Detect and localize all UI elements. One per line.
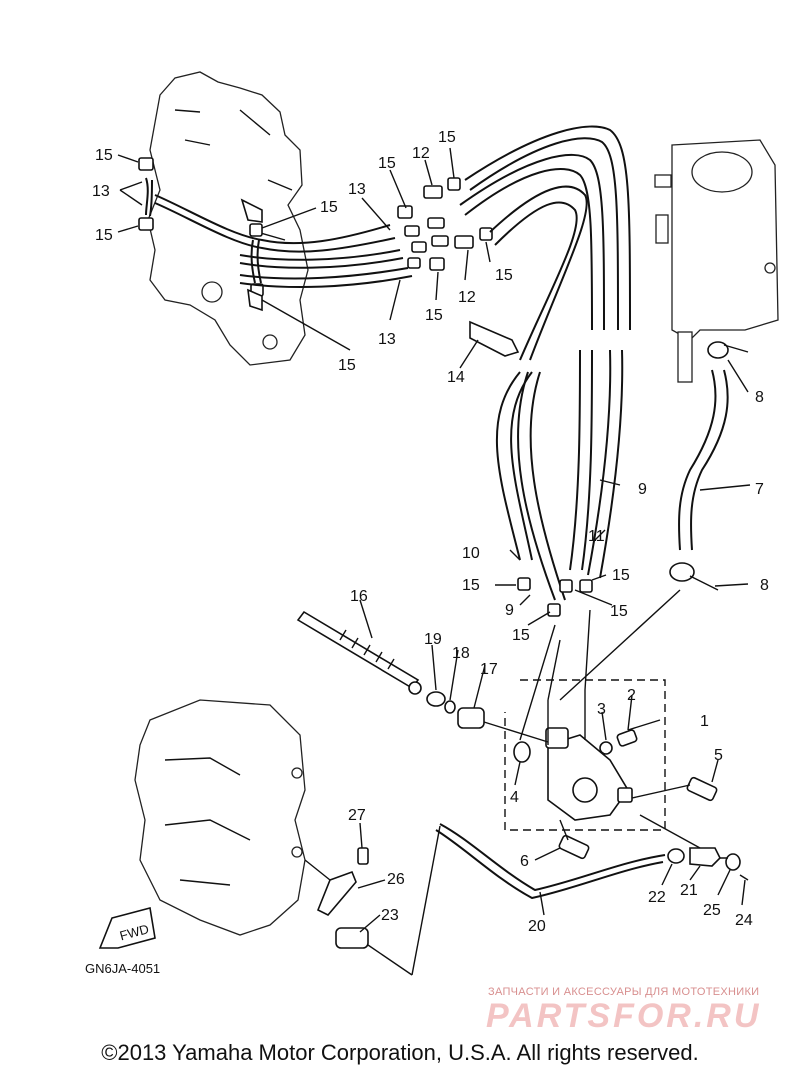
label-19: 19 (424, 631, 442, 648)
upper-engine-block (147, 71, 309, 366)
watermark-brand: PARTSFOR.RU (486, 997, 761, 1035)
label-15: 15 (95, 227, 113, 244)
diagram-code: GN6JA-4051 (85, 961, 160, 976)
shaft-16 (296, 610, 549, 763)
label-15: 15 (612, 567, 630, 584)
label-15: 15 (338, 357, 356, 374)
hose-clip-14 (469, 320, 520, 357)
label-26: 26 (387, 871, 405, 888)
label-14: 14 (447, 369, 465, 386)
label-7: 7 (755, 481, 764, 498)
label-3: 3 (597, 701, 606, 718)
label-25: 25 (703, 902, 721, 919)
oil-system-exploded-diagram: FWD 15 13 15 15 15 13 15 12 15 13 15 12 … (85, 71, 779, 998)
label-13: 13 (348, 181, 366, 198)
oil-tank (654, 139, 779, 383)
watermark-brand-layer: PARTSFOR.RU (486, 997, 761, 1035)
upper-fittings (138, 157, 264, 312)
label-15: 15 (462, 577, 480, 594)
label-24: 24 (735, 912, 753, 929)
label-15: 15 (320, 199, 338, 216)
label-17: 17 (480, 661, 498, 678)
label-15: 15 (610, 603, 628, 620)
label-11: 11 (588, 528, 605, 545)
hose-bundle-13 (154, 177, 493, 289)
lever-parts (304, 847, 413, 976)
label-21: 21 (680, 882, 698, 899)
label-9: 9 (505, 602, 514, 619)
label-27: 27 (348, 807, 366, 824)
label-8: 8 (755, 389, 764, 406)
label-15: 15 (438, 129, 456, 146)
label-4: 4 (510, 789, 519, 806)
leader-lines (117, 147, 751, 933)
label-10: 10 (462, 545, 480, 562)
label-12: 12 (412, 145, 430, 162)
fwd-arrow: FWD (98, 907, 156, 949)
label-2: 2 (627, 687, 636, 704)
fwd-label: FWD (118, 921, 150, 943)
oil-pump-assembly (504, 589, 681, 831)
copyright-notice: ©2013 Yamaha Motor Corporation, U.S.A. A… (101, 1040, 699, 1065)
label-15: 15 (95, 147, 113, 164)
label-15: 15 (495, 267, 513, 284)
label-23: 23 (381, 907, 399, 924)
watermark-logo: ЗАПЧАСТИ И АКСЕССУАРЫ ДЛЯ МОТОТЕХНИКИ (488, 986, 759, 998)
label-22: 22 (648, 889, 666, 906)
label-12: 12 (458, 289, 476, 306)
hoses-9-10-11 (459, 125, 631, 617)
label-13: 13 (92, 183, 110, 200)
part-labels: 15 13 15 15 15 13 15 12 15 13 15 12 15 1… (85, 129, 769, 976)
label-1: 1 (700, 713, 709, 730)
label-15: 15 (425, 307, 443, 324)
label-15: 15 (378, 155, 396, 172)
label-6: 6 (520, 853, 529, 870)
label-5: 5 (714, 747, 723, 764)
label-20: 20 (528, 918, 546, 935)
label-13: 13 (378, 331, 396, 348)
label-15: 15 (512, 627, 530, 644)
label-16: 16 (350, 588, 368, 605)
label-8: 8 (760, 577, 769, 594)
small-bolts (558, 729, 718, 860)
label-9: 9 (638, 481, 647, 498)
label-18: 18 (452, 645, 470, 662)
control-cable-20 (411, 814, 749, 976)
hose-7 (669, 341, 749, 591)
watermark-tagline: ЗАПЧАСТИ И АКСЕССУАРЫ ДЛЯ МОТОТЕХНИКИ (488, 986, 759, 998)
lower-engine-block (134, 699, 306, 936)
